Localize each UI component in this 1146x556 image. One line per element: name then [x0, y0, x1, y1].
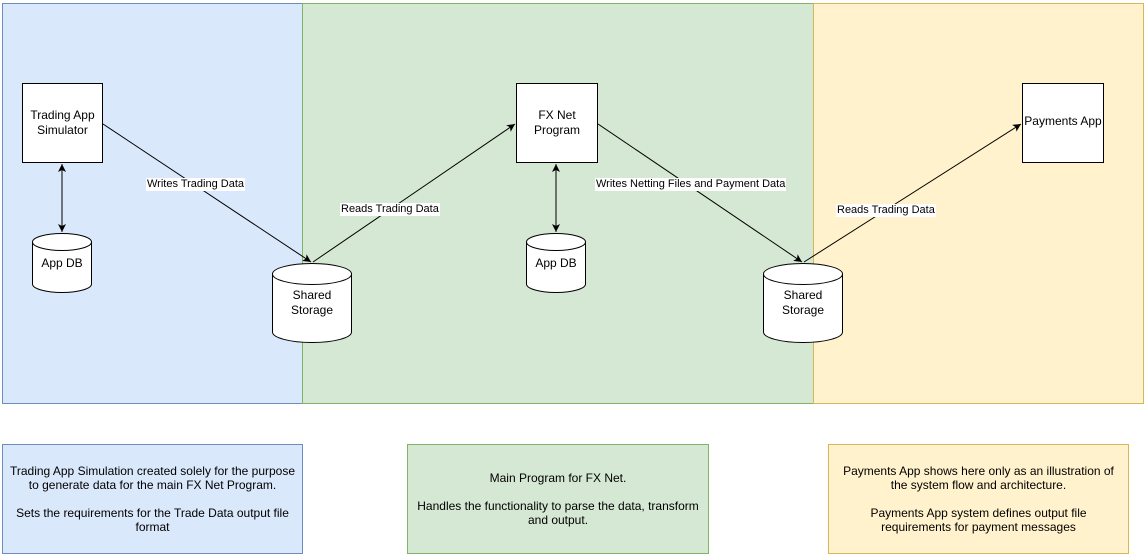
app-db-fxnet-label: App DB	[535, 256, 577, 270]
payments-app-label: Payments App	[1024, 114, 1102, 128]
fx-net-note: Main Program for FX Net. Handles the fun…	[407, 444, 709, 554]
database-icon	[272, 263, 352, 343]
edge-writes-netting-payment	[597, 123, 803, 263]
app-db-trading-cylinder: App DB	[32, 233, 92, 293]
database-icon	[526, 233, 586, 293]
fx-net-program-node: FX Net Program	[516, 83, 598, 163]
shared-storage-2-cylinder: Shared Storage	[763, 263, 843, 343]
fx-net-program-label: FX Net Program	[533, 108, 580, 137]
edge-label-reads-trading-data-pay: Reads Trading Data	[836, 204, 936, 217]
edge-reads-trading-data-pay	[803, 123, 1022, 263]
payments-app-note: Payments App shows here only as an illus…	[828, 444, 1129, 554]
fx-net-note-text: Main Program for FX Net. Handles the fun…	[417, 471, 699, 527]
payments-app-zone	[813, 3, 1144, 404]
edge-label-writes-trading-data: Writes Trading Data	[146, 178, 246, 191]
payments-app-note-text: Payments App shows here only as an illus…	[843, 464, 1114, 534]
trading-app-simulator-label: Trading App Simulator	[30, 108, 95, 137]
payments-app-node: Payments App	[1022, 83, 1104, 163]
edge-label-reads-trading-data-fx: Reads Trading Data	[340, 203, 440, 216]
trading-app-simulator-node: Trading App Simulator	[22, 83, 103, 163]
database-icon	[763, 263, 843, 343]
edge-writes-trading-data	[102, 123, 312, 263]
trading-app-note: Trading App Simulation created solely fo…	[2, 444, 303, 554]
edge-reads-trading-data-fx	[312, 123, 516, 263]
app-db-trading-label: App DB	[41, 256, 83, 270]
trading-app-zone	[2, 3, 303, 404]
database-icon	[32, 233, 92, 293]
app-db-fxnet-cylinder: App DB	[526, 233, 586, 293]
shared-storage-1-cylinder: Shared Storage	[272, 263, 352, 343]
shared-storage-1-label: Shared Storage	[290, 288, 334, 317]
shared-storage-2-label: Shared Storage	[781, 288, 825, 317]
edge-label-writes-netting-payment: Writes Netting Files and Payment Data	[595, 178, 787, 191]
trading-app-note-text: Trading App Simulation created solely fo…	[9, 464, 296, 534]
